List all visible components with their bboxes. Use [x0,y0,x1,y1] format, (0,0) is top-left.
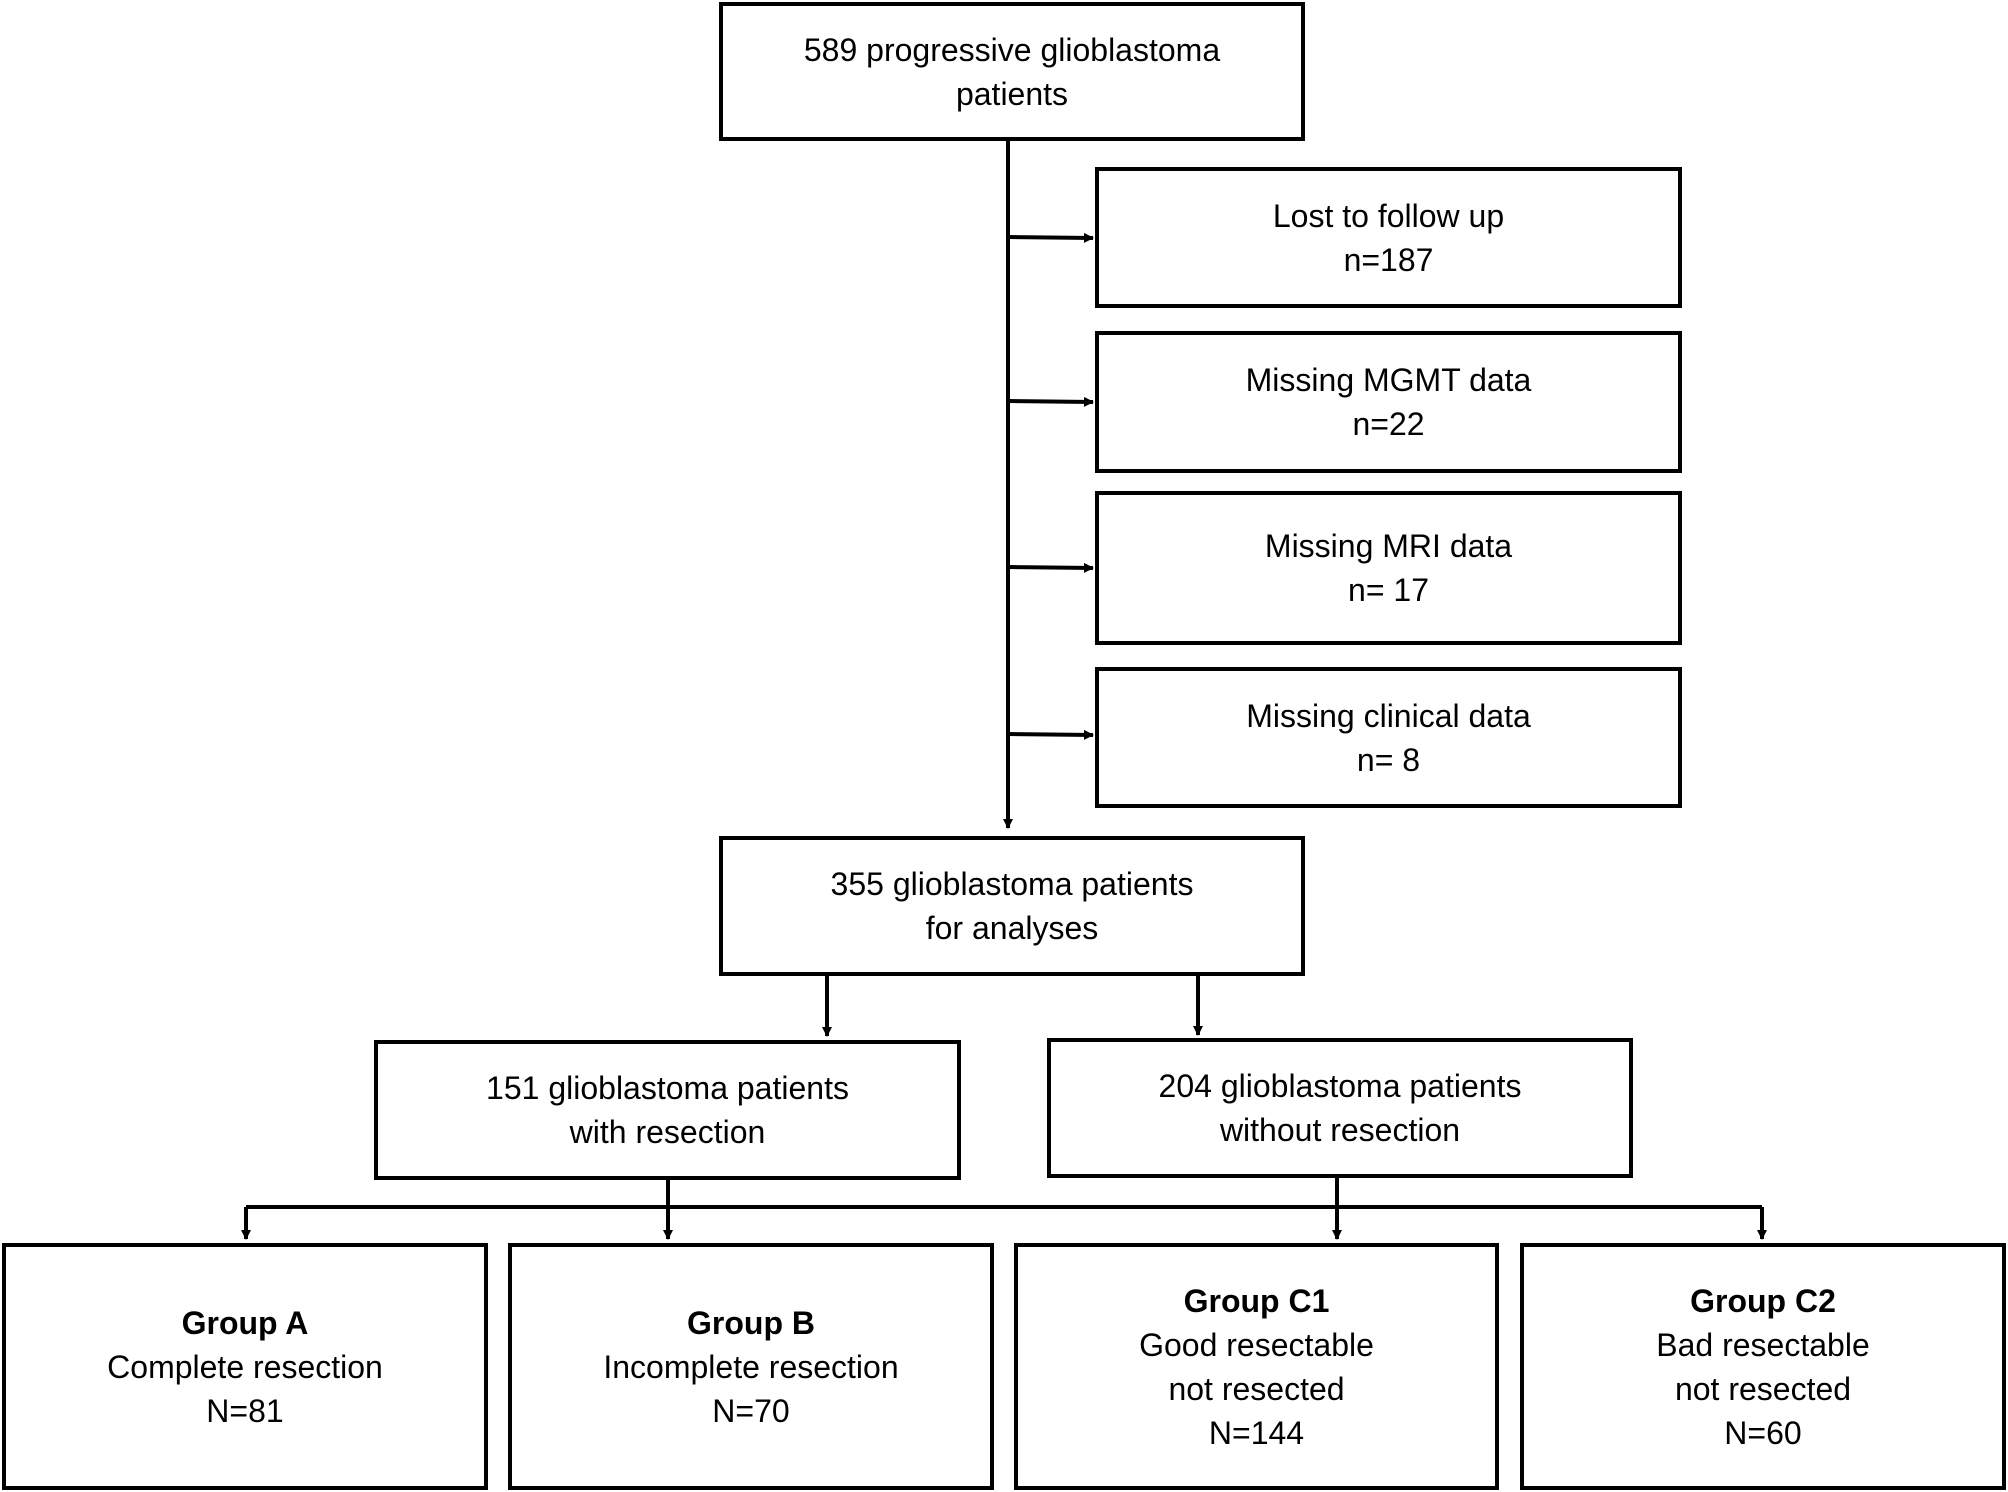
box-line: 589 progressive glioblastoma [803,31,1221,68]
box-line: N=60 [1724,1414,1802,1451]
box-line: n= 17 [1348,572,1429,608]
box-line: not resected [1168,1370,1345,1407]
box-patients-for-analyses: 355 glioblastoma patients for analyses [719,836,1305,976]
box-line: n=22 [1352,406,1425,442]
box-with-resection: 151 glioblastoma patients with resection [374,1040,961,1180]
box-line: n=187 [1343,241,1434,278]
box-line: patients [955,75,1069,112]
box-line: Complete resection [107,1348,383,1385]
box-line: with resection [569,1114,766,1150]
box-progressive-patients: 589 progressive glioblastoma patients [719,2,1305,141]
box-line: for analyses [925,910,1099,946]
group-title: Group B [687,1304,815,1341]
box-line: not resected [1674,1370,1852,1407]
box-line: N=81 [206,1392,284,1429]
arrow-to-lost [1007,232,1094,243]
box-line: n= 8 [1356,741,1421,778]
arrow-to-clinical [1007,729,1094,740]
box-line: N=144 [1208,1414,1305,1451]
box-group-c1: Group C1 Good resectable not resected N=… [1014,1243,1499,1490]
box-line: without resection [1219,1112,1461,1148]
box-group-c2: Group C2 Bad resectable not resected N=6… [1520,1243,2006,1490]
box-line: Missing clinical data [1246,697,1531,734]
box-line: N=70 [712,1392,790,1429]
group-title: Group C1 [1183,1282,1330,1319]
arrow-to-mgmt [1007,396,1094,407]
box-line: Bad resectable [1656,1326,1870,1363]
box-line: 204 glioblastoma patients [1158,1068,1522,1104]
group-title: Group C2 [1690,1282,1836,1319]
box-missing-mri: Missing MRI data n= 17 [1095,491,1682,645]
box-missing-clinical: Missing clinical data n= 8 [1095,667,1682,808]
box-line: 355 glioblastoma patients [830,866,1194,902]
arrow-to-mri [1007,562,1094,573]
box-without-resection: 204 glioblastoma patients without resect… [1047,1038,1633,1178]
box-line: Incomplete resection [603,1348,899,1385]
box-group-b: Group B Incomplete resection N=70 [508,1243,994,1490]
box-line: Lost to follow up [1272,197,1505,234]
box-line: Good resectable [1139,1326,1374,1363]
box-missing-mgmt: Missing MGMT data n=22 [1095,331,1682,473]
box-lost-to-follow-up: Lost to follow up n=187 [1095,167,1682,308]
box-group-a: Group A Complete resection N=81 [2,1243,488,1490]
box-line: 151 glioblastoma patients [486,1070,849,1106]
box-line: Missing MGMT data [1245,362,1532,398]
box-line: Missing MRI data [1264,528,1513,564]
group-title: Group A [181,1304,309,1341]
